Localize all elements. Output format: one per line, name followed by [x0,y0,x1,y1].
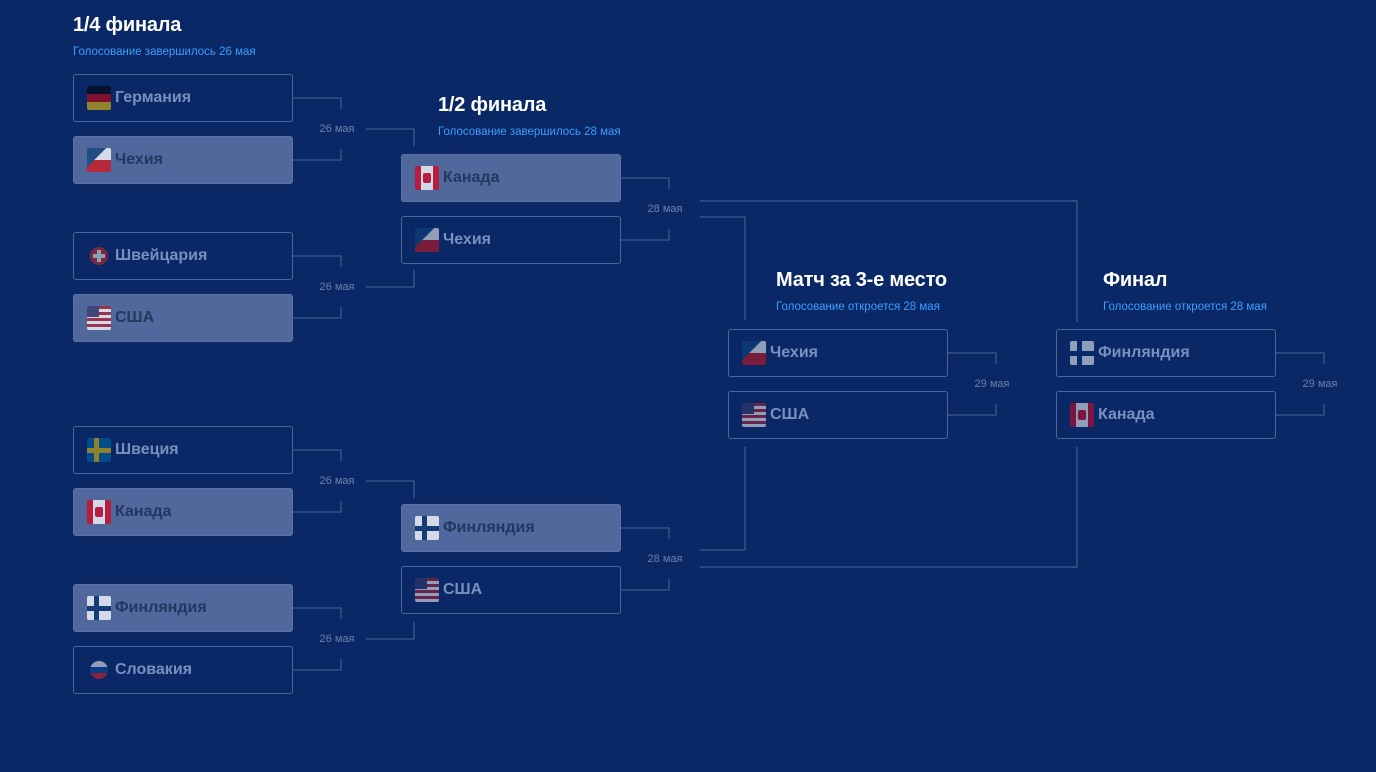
team-finland[interactable]: Финляндия [73,584,293,632]
connector-line [293,255,415,319]
team-canada[interactable]: Канада [1056,391,1276,439]
team-finland[interactable]: Финляндия [401,504,621,552]
connector-line [293,97,415,161]
round-subtitle-third-place: Голосование откроется 28 мая [776,301,940,313]
team-name: США [115,309,155,326]
team-name: Чехия [443,231,491,248]
team-name: Словакия [115,661,192,678]
germany-flag-icon [87,86,111,110]
match-date: 29 мая [1302,378,1338,390]
round-title-third-place: Матч за 3-е место [776,269,947,291]
finland-flag-icon [1070,341,1094,365]
team-switzerland[interactable]: Швейцария [73,232,293,280]
round-subtitle-quarterfinal: Голосование завершилось 26 мая [73,46,256,58]
connector-line [1276,352,1325,416]
czech-flag-icon [415,228,439,252]
team-czech[interactable]: Чехия [401,216,621,264]
canada-flag-icon [87,500,111,524]
team-name: США [770,406,810,423]
finland-flag-icon [415,516,439,540]
connector-line [621,447,1078,591]
czech-flag-icon [87,148,111,172]
team-name: Швеция [115,441,179,458]
team-canada[interactable]: Канада [73,488,293,536]
round-title-final: Финал [1103,269,1168,291]
czech-flag-icon [742,341,766,365]
match-date: 29 мая [974,378,1010,390]
team-czech[interactable]: Чехия [73,136,293,184]
team-name: Финляндия [1098,344,1190,361]
team-name: Канада [443,169,500,186]
team-usa[interactable]: США [401,566,621,614]
canada-flag-icon [415,166,439,190]
match-date: 28 мая [647,553,683,565]
team-usa[interactable]: США [73,294,293,342]
team-name: Швейцария [115,247,208,264]
team-name: Чехия [115,151,163,168]
connector-line [293,607,415,671]
usa-flag-icon [742,403,766,427]
connector-line [948,352,997,416]
usa-flag-icon [87,306,111,330]
connector-line [621,177,1078,322]
team-finland[interactable]: Финляндия [1056,329,1276,377]
round-subtitle-semifinal: Голосование завершилось 28 мая [438,126,621,138]
match-date: 28 мая [647,203,683,215]
round-title-semifinal: 1/2 финала [438,94,547,116]
team-czech[interactable]: Чехия [728,329,948,377]
canada-flag-icon [1070,403,1094,427]
connector-line [293,449,415,513]
slovakia-flag-icon [90,661,108,679]
usa-flag-icon [415,578,439,602]
team-slovakia[interactable]: Словакия [73,646,293,694]
team-sweden[interactable]: Швеция [73,426,293,474]
finland-flag-icon [87,596,111,620]
match-date: 26 мая [319,633,355,645]
match-date: 26 мая [319,475,355,487]
team-usa[interactable]: США [728,391,948,439]
round-title-quarterfinal: 1/4 финала [73,14,182,36]
team-name: Финляндия [115,599,207,616]
team-name: Чехия [770,344,818,361]
team-canada[interactable]: Канада [401,154,621,202]
team-name: Германия [115,89,192,106]
switzerland-flag-icon [90,247,108,265]
team-name: Канада [115,503,172,520]
sweden-flag-icon [87,438,111,462]
team-name: США [443,581,483,598]
team-name: Канада [1098,406,1155,423]
team-name: Финляндия [443,519,535,536]
match-date: 26 мая [319,281,355,293]
match-date: 26 мая [319,123,355,135]
team-germany[interactable]: Германия [73,74,293,122]
round-subtitle-final: Голосование откроется 28 мая [1103,301,1267,313]
